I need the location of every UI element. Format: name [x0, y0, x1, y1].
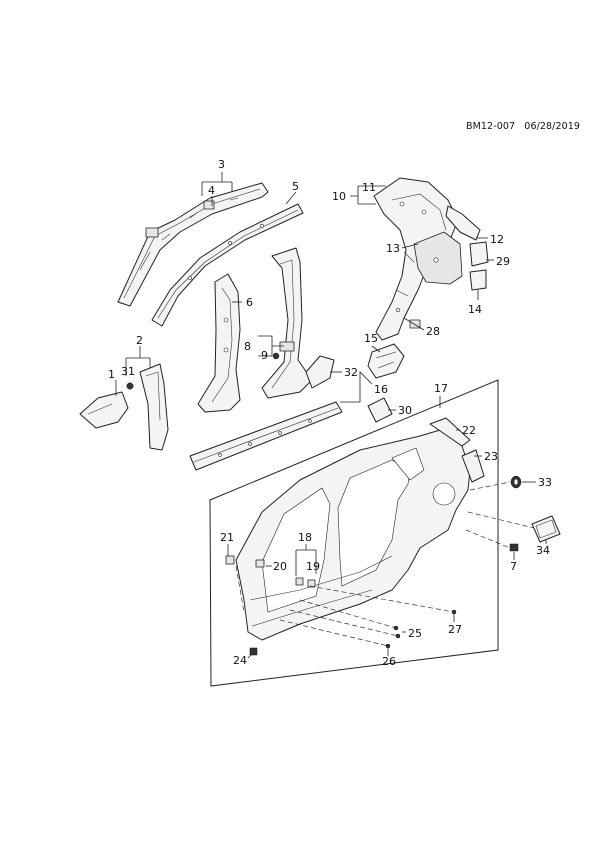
part-fuel-door	[531, 515, 561, 543]
callout-5: 5	[292, 180, 299, 193]
callout-19: 19	[306, 560, 320, 573]
part-small-bracket	[305, 355, 335, 389]
callout-6: 6	[246, 296, 253, 309]
callout-8: 8	[244, 340, 251, 353]
diagram-code: BM12-007	[466, 121, 516, 132]
callout-2: 2	[136, 334, 143, 347]
leader-lines	[115, 172, 547, 659]
part-17-frame	[209, 379, 499, 687]
part-roof-rail-outer	[151, 203, 304, 327]
part-rocker-reinforcement	[189, 401, 343, 471]
callout-23: 23	[484, 450, 498, 463]
callout-12: 12	[490, 233, 504, 246]
part-wheelhouse-bracket	[367, 343, 405, 379]
callout-7: 7	[510, 560, 517, 573]
callout-29: 29	[496, 255, 510, 268]
part-grommet	[510, 475, 522, 489]
diagram-header: BM12-007 06/28/2019	[466, 121, 586, 132]
part-clip	[509, 543, 519, 552]
callout-4: 4	[208, 184, 215, 197]
callout-34: 34	[536, 544, 550, 557]
callout-33: 33	[538, 476, 552, 489]
callout-16: 16	[374, 383, 388, 396]
callout-10: 10	[332, 190, 346, 203]
callout-17: 17	[434, 382, 448, 395]
diagram-date: 06/28/2019	[524, 121, 581, 132]
callout-1: 1	[108, 368, 115, 381]
callout-18: 18	[298, 531, 312, 544]
part-rear-brackets	[445, 205, 489, 291]
callout-20: 20	[273, 560, 287, 573]
callout-21: 21	[220, 531, 234, 544]
callout-27: 27	[448, 623, 462, 636]
part-patch	[367, 397, 393, 423]
callout-3: 3	[218, 158, 225, 171]
callout-30: 30	[398, 404, 412, 417]
callout-31: 31	[121, 365, 135, 378]
callout-9: 9	[261, 349, 268, 362]
callout-11: 11	[362, 181, 376, 194]
callout-15: 15	[364, 332, 378, 345]
callout-24: 24	[233, 654, 247, 667]
part-rear-pieces	[429, 417, 485, 483]
part-roof-rail-inner	[117, 182, 269, 307]
callout-labels: 3 4 5 6 8 9 10 11 12 13 29 14 28 15 32 1…	[108, 158, 552, 668]
callout-13: 13	[386, 242, 400, 255]
part-pillar-reinforcement	[197, 273, 241, 413]
callout-32: 32	[344, 366, 358, 379]
callout-26: 26	[382, 655, 396, 668]
part-hinge-pillar	[79, 363, 169, 451]
callout-25: 25	[408, 627, 422, 640]
part-body-side-outer	[235, 429, 471, 641]
callout-14: 14	[468, 303, 482, 316]
callout-22: 22	[462, 424, 476, 437]
part-rear-quarter-inner	[373, 177, 463, 341]
callout-28: 28	[426, 325, 440, 338]
part-b-pillar-inner	[261, 247, 313, 399]
dashed-leader-lines	[235, 481, 535, 647]
